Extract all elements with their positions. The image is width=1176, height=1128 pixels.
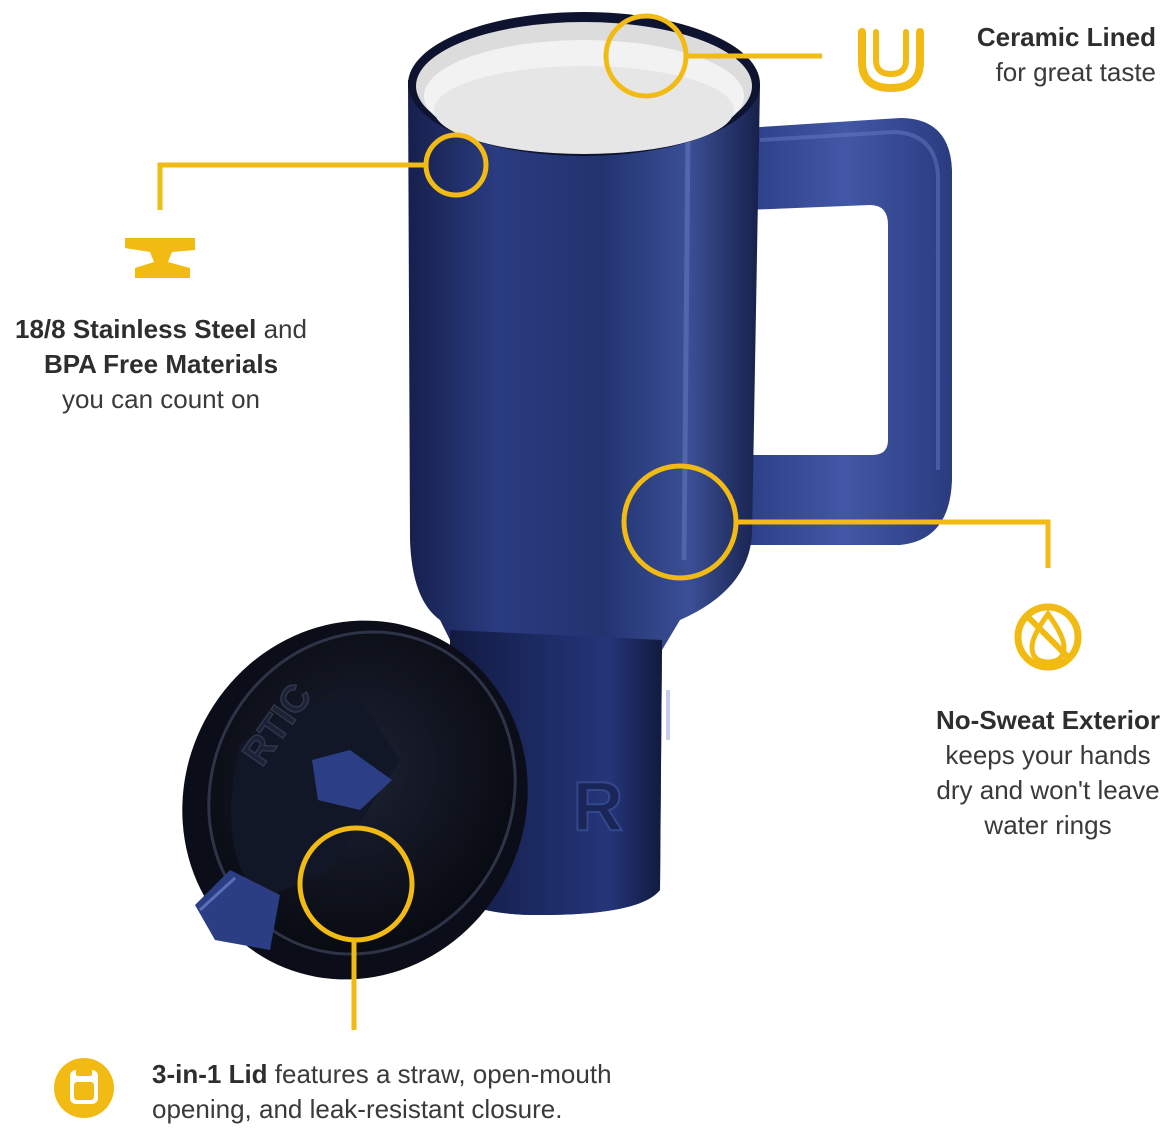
callout-sweat-line1: keeps your hands — [945, 740, 1151, 770]
callout-lid-text2: opening, and leak-resistant closure. — [152, 1094, 563, 1124]
callout-ceramic: Ceramic Lined for great taste — [930, 20, 1156, 90]
callout-steel-text2: you can count on — [61, 384, 261, 414]
no-sweat-drop-icon — [1014, 603, 1082, 671]
tumbler-handle — [740, 118, 952, 545]
callout-lid-bold: 3-in-1 Lid — [152, 1059, 268, 1089]
callout-lid-pointer — [297, 825, 415, 1030]
ceramic-lining-icon — [858, 28, 924, 93]
callout-sweat: No-Sweat Exterior keeps your hands dry a… — [920, 703, 1176, 843]
anvil-icon — [125, 238, 195, 278]
callout-sweat-title: No-Sweat Exterior — [936, 705, 1160, 735]
callout-steel-text1: and — [256, 314, 307, 344]
lid-icon — [54, 1058, 114, 1118]
callout-ceramic-pointer — [603, 13, 822, 99]
callout-steel-bold2: BPA Free Materials — [43, 349, 279, 379]
callout-ceramic-subtitle: for great taste — [995, 57, 1156, 87]
callout-steel-bold1: 18/8 Stainless Steel — [15, 314, 257, 344]
callout-lid-text1: features a straw, open-mouth — [267, 1059, 612, 1089]
tumbler-logo: R — [573, 767, 624, 845]
callout-sweat-line3: water rings — [984, 810, 1112, 840]
callout-sweat-line2: dry and won't leave — [936, 775, 1160, 805]
callout-ceramic-title: Ceramic Lined — [976, 22, 1156, 52]
callout-sweat-pointer — [621, 463, 1051, 581]
callout-lid: 3-in-1 Lid features a straw, open-mouth … — [152, 1057, 712, 1127]
tumbler-lid — [182, 620, 528, 980]
callout-steel: 18/8 Stainless Steel and BPA Free Materi… — [0, 312, 322, 417]
callout-steel-pointer — [157, 132, 489, 210]
